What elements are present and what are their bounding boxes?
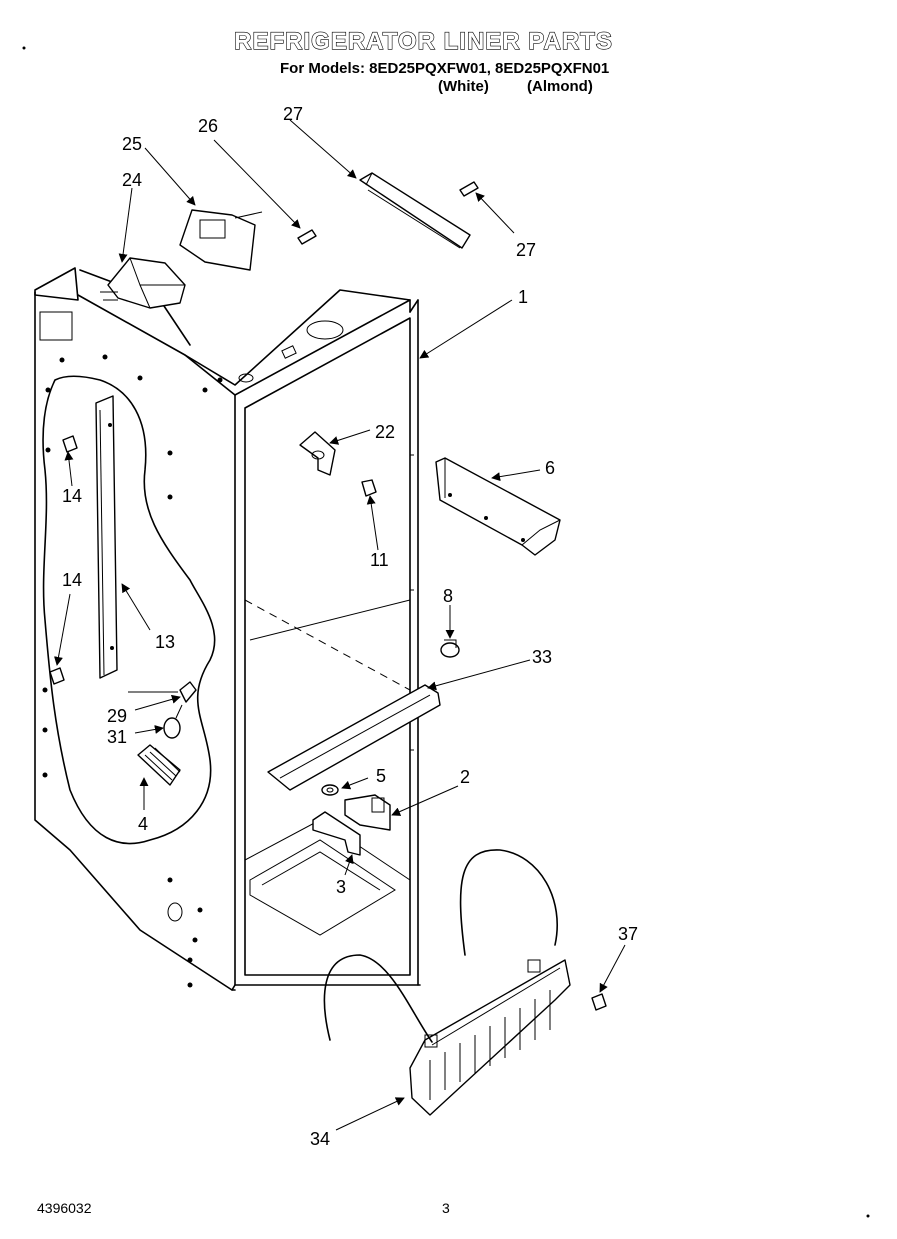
part-5-grommet (321, 784, 339, 796)
part-37-screw (591, 993, 607, 1011)
part-33-bulb (163, 704, 183, 739)
part-14-screw-b (49, 667, 65, 685)
callout-8: 8 (443, 586, 453, 606)
callout-26: 27 (283, 104, 303, 124)
callout-24: 24 (122, 170, 142, 190)
callout-34: 33 (532, 647, 552, 667)
callout-14-top: 14 (62, 486, 82, 506)
callout-29: 29 (107, 706, 127, 726)
callout-5: 5 (376, 766, 386, 786)
callout-11: 11 (370, 550, 389, 570)
callout-14-bottom: 14 (62, 570, 82, 590)
part-4-grille (137, 744, 181, 786)
callout-25: 25 (122, 134, 142, 154)
callout-13: 13 (155, 632, 175, 652)
callout-33: 31 (107, 727, 127, 747)
callout-1: 1 (518, 287, 528, 307)
part-27-screw-a (297, 229, 317, 245)
part-2-bracket (344, 794, 391, 831)
callout-4: 4 (138, 814, 148, 834)
part-11-screw (361, 479, 377, 497)
page-title: REFRIGERATOR LINER PARTS (234, 27, 613, 55)
page-number: 3 (442, 1200, 450, 1216)
callout-2: 2 (460, 767, 470, 787)
callout-6: 6 (545, 458, 555, 478)
part-26-channel (359, 172, 471, 249)
part-25-cover (179, 209, 263, 271)
part-3-bracket (312, 811, 361, 856)
callout-22: 22 (375, 422, 395, 442)
part-34-crossbar (267, 684, 441, 791)
models-line: For Models: 8ED25PQXFW01, 8ED25PQXFN01 (280, 60, 610, 77)
part-6-shelf-rail (435, 457, 561, 556)
callout-37: 37 (618, 924, 638, 944)
part-24-damper-housing (100, 257, 186, 309)
leader-lines (54, 119, 626, 1131)
part-13-rail (95, 395, 118, 679)
document-number: 4396032 (37, 1200, 92, 1216)
callout-labels: 27 26 25 24 27 1 22 6 14 11 14 8 13 33 2… (62, 104, 638, 1149)
part-27-screw-b (459, 181, 479, 197)
part-14-screw-a (62, 435, 78, 453)
callout-27-right: 27 (516, 240, 536, 260)
color-almond-label: (Almond) (527, 78, 593, 95)
part-31-heater-tray (323, 849, 571, 1116)
color-white-label: (White) (438, 78, 489, 95)
liner-cabinet (34, 267, 421, 991)
callout-3: 3 (336, 877, 346, 897)
part-22-bracket (299, 431, 336, 476)
callout-27-top: 26 (198, 116, 218, 136)
part-29-fastener (128, 681, 197, 703)
callout-31: 34 (310, 1129, 330, 1149)
part-8-plug (440, 639, 460, 658)
